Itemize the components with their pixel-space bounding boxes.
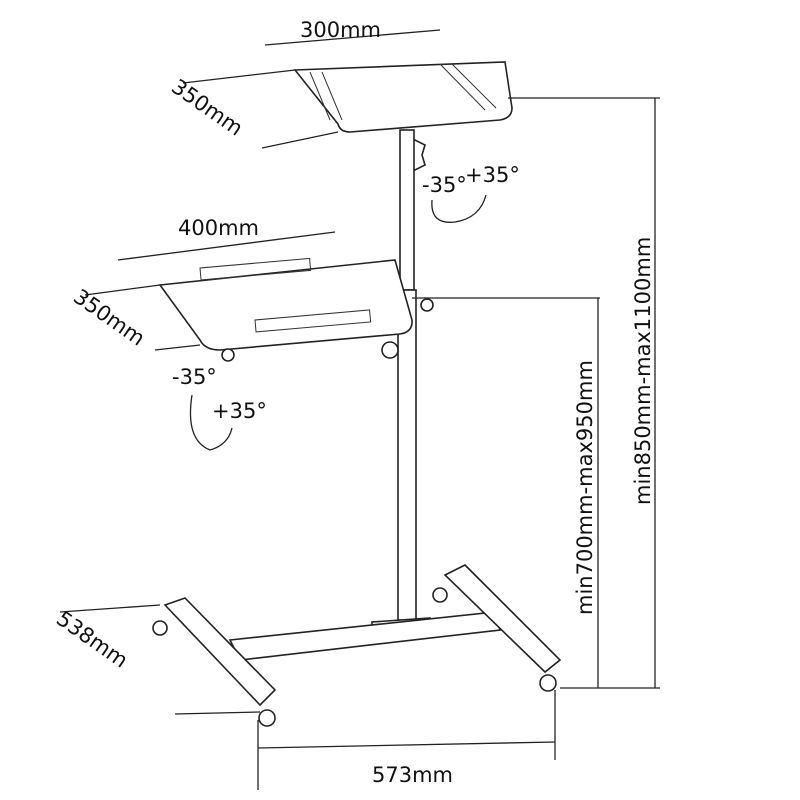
rotate-arrow-icon (431, 194, 487, 223)
lower-tray: 400mm 350mm -35° +35° (69, 216, 600, 451)
top-tray-height-range: min850mm-max1100mm (631, 237, 655, 505)
main-column (397, 289, 417, 621)
base-width-label: 573mm (372, 763, 453, 787)
lower-tray-height-range: min700mm-max950mm (573, 360, 597, 615)
lower-tray-tilt-minus: -35° (172, 365, 217, 389)
rotate-arrow-icon (189, 394, 233, 451)
upper-column (399, 129, 415, 291)
top-tray-depth-label: 350mm (167, 74, 247, 140)
lower-tray-tilt-plus: +35° (212, 399, 267, 423)
tray-knob-icon[interactable] (420, 298, 434, 312)
top-tray: 300mm 350mm -35° +35° (167, 18, 660, 223)
top-tray-tilt-plus: +35° (465, 163, 520, 187)
top-tray-tilt-minus: -35° (422, 173, 467, 197)
height-knob-icon[interactable] (381, 341, 399, 359)
lower-tray-width-label: 400mm (178, 216, 259, 240)
base-depth-label: 538mm (52, 606, 132, 672)
top-tray-width-label: 300mm (300, 18, 381, 42)
base: 538mm 573mm (52, 564, 660, 790)
lower-tray-depth-label: 350mm (69, 284, 149, 350)
